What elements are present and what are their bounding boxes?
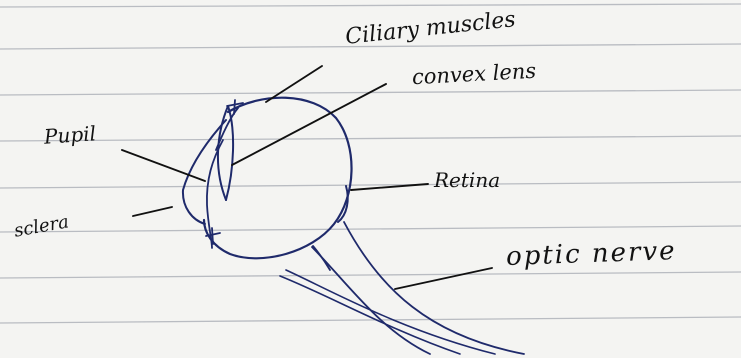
eyeball: [204, 98, 352, 259]
label-retina: Retina: [434, 170, 500, 190]
label-pupil: Pupil: [43, 123, 96, 147]
ruled-lines: [0, 4, 741, 323]
label-optic-nerve: optic nerve: [506, 238, 677, 270]
